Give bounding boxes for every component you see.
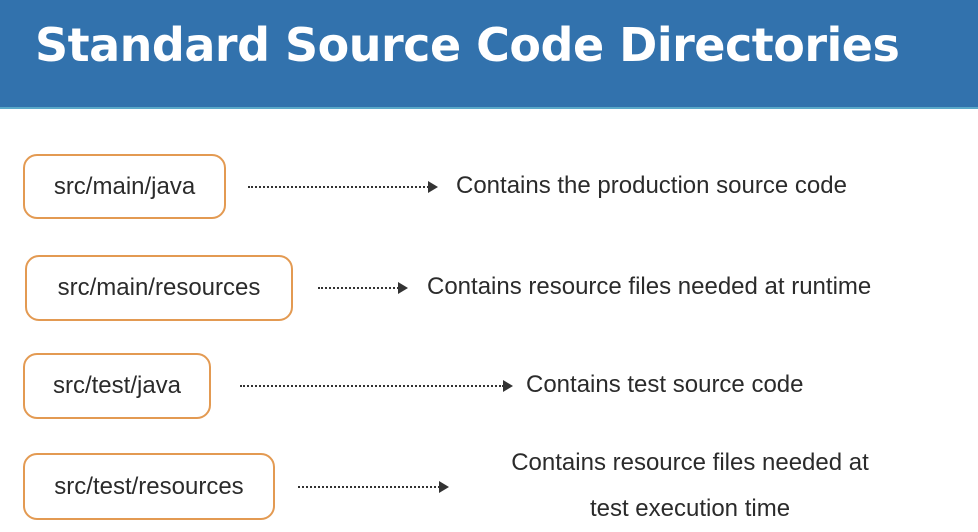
arrow-icon bbox=[298, 481, 449, 493]
directory-box-main-resources: src/main/resources bbox=[25, 255, 293, 321]
directory-box-test-java: src/test/java bbox=[23, 353, 211, 419]
arrow-icon bbox=[318, 282, 408, 294]
directory-label: src/main/java bbox=[53, 172, 196, 200]
description-main-java: Contains the production source code bbox=[456, 172, 847, 199]
directory-label: src/test/java bbox=[52, 372, 182, 399]
directory-box-test-resources: src/test/resources bbox=[23, 453, 275, 520]
directory-label: src/test/resources bbox=[54, 472, 244, 500]
slide-title: Standard Source Code Directories bbox=[35, 18, 900, 72]
description-test-java: Contains test source code bbox=[526, 371, 804, 398]
directory-box-main-java: src/main/java bbox=[23, 154, 226, 219]
directory-label: src/main/resources bbox=[57, 274, 261, 301]
description-main-resources: Contains resource files needed at runtim… bbox=[427, 273, 872, 300]
arrow-icon bbox=[248, 181, 438, 193]
description-line-2: test execution time bbox=[589, 495, 791, 522]
arrow-icon bbox=[240, 380, 513, 392]
description-line-1: Contains resource files needed at bbox=[511, 449, 869, 476]
description-test-resources: Contains resource files needed at test e… bbox=[470, 440, 910, 532]
slide-header: Standard Source Code Directories bbox=[0, 0, 978, 109]
